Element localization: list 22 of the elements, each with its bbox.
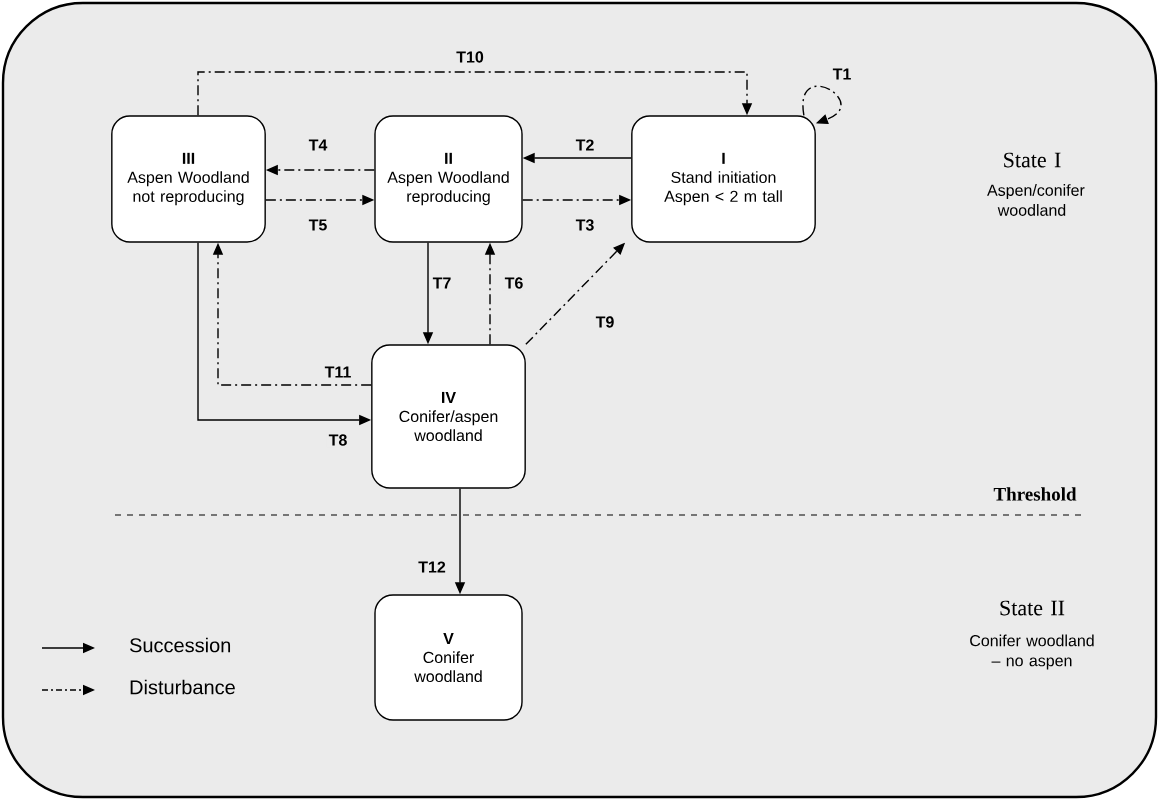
state-description: Conifer woodland – no aspen bbox=[970, 634, 1094, 670]
state-heading: State I bbox=[1004, 152, 1061, 168]
edge-label: T8 bbox=[326, 432, 350, 448]
legend-label: Disturbance bbox=[130, 679, 235, 695]
state-heading: State II bbox=[1000, 600, 1065, 616]
arrow bbox=[197, 71, 753, 116]
state-box: IV Conifer/aspen woodland bbox=[371, 344, 526, 489]
edge-label: T9 bbox=[593, 314, 617, 330]
edge-label: T12 bbox=[416, 559, 448, 575]
state-box: V Conifer woodland bbox=[374, 594, 523, 721]
edge-label: T10 bbox=[454, 49, 486, 65]
state-box: II Aspen Woodland reproducing bbox=[374, 115, 523, 243]
state-box: I Stand initiation Aspen < 2 m tall bbox=[631, 115, 816, 243]
edge-label: T2 bbox=[573, 137, 597, 153]
state-description: Aspen/conifer woodland bbox=[987, 184, 1085, 216]
arrow bbox=[802, 85, 842, 125]
edge-label: T6 bbox=[502, 275, 526, 291]
edge-label: T3 bbox=[573, 217, 597, 233]
threshold-label: Threshold bbox=[993, 487, 1077, 501]
state-box: III Aspen Woodland not reproducing bbox=[111, 115, 266, 243]
legend-label: Succession bbox=[130, 637, 230, 653]
edge-label: T5 bbox=[306, 217, 330, 233]
